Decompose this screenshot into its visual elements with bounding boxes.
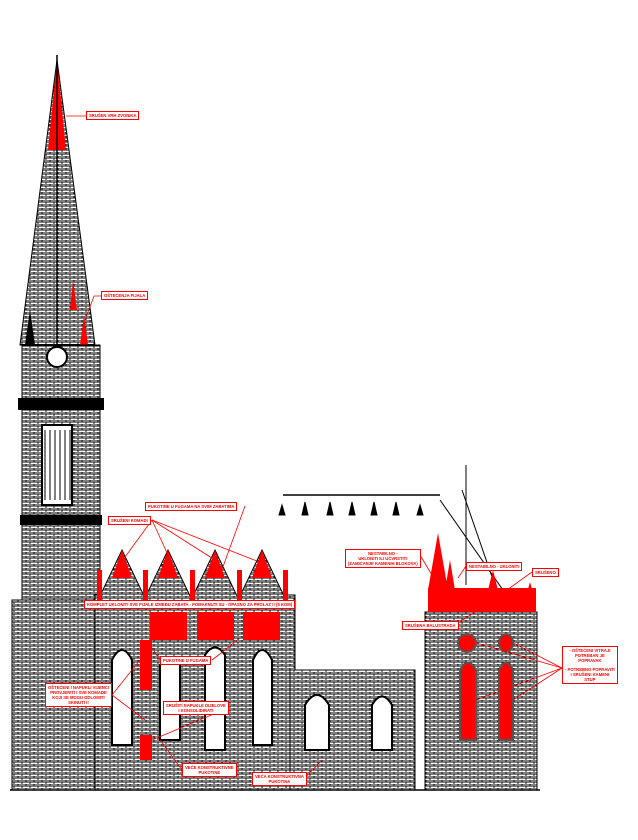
label-line: OŠTEĆENI I NAPUKLI VIJENCI xyxy=(48,685,109,690)
label-joint-cracks: PUKOTINE U FUGAMA xyxy=(160,656,212,665)
label-line: NESTABILNO - xyxy=(368,551,398,556)
label-line: - OŠTEĆENI VITRAJI xyxy=(569,648,611,653)
bell-tower xyxy=(11,344,104,791)
roof-outline xyxy=(278,465,511,601)
label-line: POTREBAN JE xyxy=(574,653,605,658)
label-line: PUKOTINA xyxy=(268,779,291,784)
nave-with-gables xyxy=(94,548,296,791)
label-line: SRUŠITI NAPUKLE DIJELOVE xyxy=(166,703,226,708)
side-chapel xyxy=(289,669,416,791)
label-unstable-secure: NESTABILNO - UKLONITI ILI UČVRSTITI (ZAM… xyxy=(345,549,421,568)
label-line: SKINUTI !! xyxy=(68,700,89,705)
right-tower xyxy=(424,533,538,791)
label-pinnacle-damage: OŠTEĆENJA FIJALA xyxy=(101,291,149,300)
label-line: PROVJERITI I SVE KOMADE xyxy=(50,690,107,695)
clock-icon xyxy=(46,346,68,368)
label-line: STUP xyxy=(584,677,596,682)
label-line: KOJI SE MOGU ODLOMITI xyxy=(52,695,105,700)
annotation-leaders xyxy=(66,115,563,779)
label-line: I KONSOLIDIRATI xyxy=(178,708,214,713)
label-damaged-cornices: OŠTEĆENI I NAPUKLI VIJENCI PROVJERITI I … xyxy=(45,683,112,707)
label-line: - POTREBNO POPRAVITI xyxy=(565,667,615,672)
label-demolish-consolidate: SRUŠITI NAPUKLE DIJELOVE I KONSOLIDIRATI xyxy=(163,701,229,715)
bell-tower-spire xyxy=(19,55,96,375)
label-fallen-pieces: SRUŠENI KOMADI xyxy=(108,516,151,525)
label-larger-structural-crack: VEĆA KONSTRUKTIVNA PUKOTINA xyxy=(252,772,307,786)
label-damaged-windows: - OŠTEĆENI VITRAJI POTREBAN JE POPRAVAK … xyxy=(562,646,618,684)
label-line: PUKOTINE xyxy=(198,770,221,775)
label-line: POPRAVAK xyxy=(578,658,602,663)
label-collapsed-spire-top: SRUŠEN VRH ZVONIKA xyxy=(86,111,140,120)
label-line: UKLONITI ILI UČVRSTITI xyxy=(358,556,408,561)
label-line: VEĆE KONSTRUKTIVNE xyxy=(185,765,234,770)
label-line: (ZAMICANJE KAMENIH BLOKOVA) xyxy=(348,561,418,566)
collapsed-balustrade xyxy=(428,588,536,612)
label-gable-joint-cracks: PUKOTINE U FUGAMA NA SVIM ZABATIMA xyxy=(145,502,238,511)
label-line: I SRUŠENI KAMENI xyxy=(570,672,610,677)
label-larger-structural-cracks: VEĆE KONSTRUKTIVNE PUKOTINE xyxy=(182,763,237,777)
label-collapsed: SRUŠENO xyxy=(532,568,559,577)
label-unstable-remove: NESTABILNO - UKLONITI xyxy=(466,562,523,571)
label-line: VEĆA KONSTRUKTIVNA xyxy=(255,774,304,779)
label-collapsed-balustrade: SRUŠENA BALUSTRADA xyxy=(402,621,459,630)
label-remove-pinnacles: KOMPLET UKLONITI SVE FIJALE IZMEĐU ZABAT… xyxy=(84,600,296,609)
